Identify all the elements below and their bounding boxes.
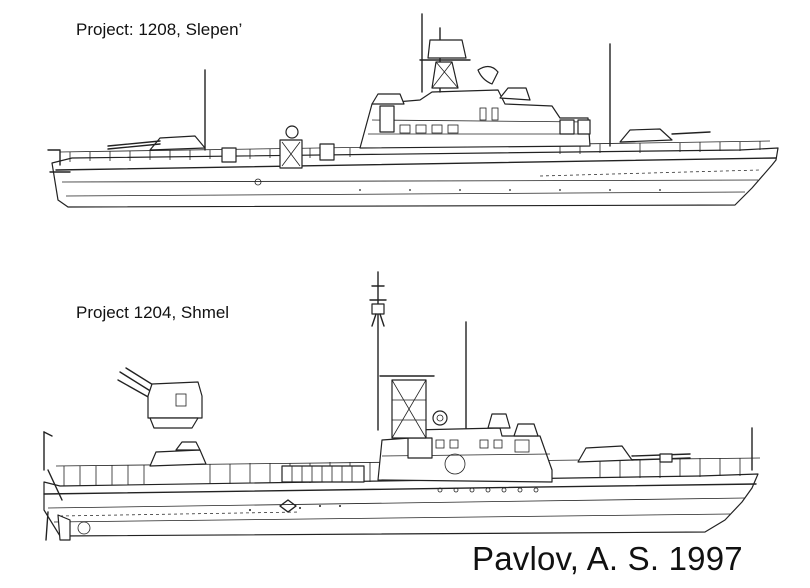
author-credit: Pavlov, A. S. 1997 bbox=[472, 540, 743, 577]
ship-1208-hull bbox=[51, 147, 779, 208]
ship-1204-drawing bbox=[43, 271, 761, 541]
ship-1204-turret-detail bbox=[117, 367, 203, 429]
ship-label-project-1208: Project: 1208, Slepen’ bbox=[76, 20, 243, 39]
ship-label-project-1204: Project 1204, Shmel bbox=[76, 303, 230, 322]
ship-1208-drawing bbox=[47, 13, 779, 208]
ship-1204-hull bbox=[43, 473, 759, 537]
